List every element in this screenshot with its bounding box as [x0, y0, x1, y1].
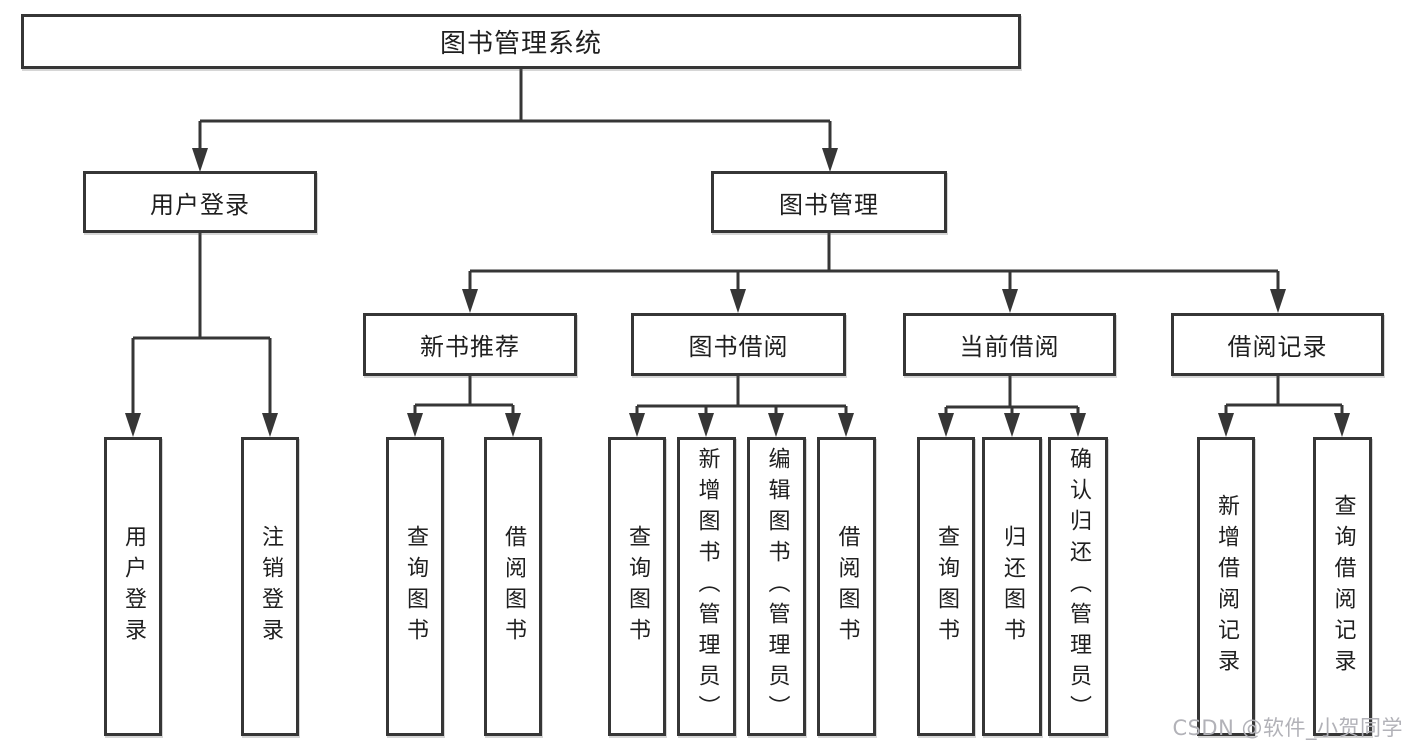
arrow-down-icon: [462, 289, 478, 313]
leaf-label: 注销登录: [258, 524, 283, 649]
csdn-watermark: CSDN @软件_小贺同学: [1172, 716, 1403, 740]
leaf-query-books-2: 查询图书: [608, 437, 666, 736]
arrowheads: [125, 148, 1350, 437]
arrow-down-icon: [1002, 289, 1018, 313]
leaf-label: 查询图书: [934, 524, 959, 649]
leaf-edit-books-admin: 编辑图书（管理员）: [747, 437, 806, 736]
leaf-label: 新增借阅记录: [1214, 493, 1239, 680]
arrow-down-icon: [938, 413, 954, 437]
arrow-down-icon: [1070, 413, 1086, 437]
arrow-down-icon: [822, 148, 838, 172]
leaf-label: 查询图书: [625, 524, 650, 649]
arrow-down-icon: [1004, 413, 1020, 437]
leaf-label: 用户登录: [121, 524, 146, 649]
arrow-down-icon: [1270, 289, 1286, 313]
connector-current-borrow: [944, 376, 1080, 417]
leaf-query-borrow-record: 查询借阅记录: [1313, 437, 1372, 736]
arrow-down-icon: [192, 148, 208, 172]
leaf-borrow-books-1: 借阅图书: [484, 437, 542, 736]
node-book-management: 图书管理: [711, 171, 947, 233]
arrow-down-icon: [407, 413, 423, 437]
arrow-down-icon: [629, 413, 645, 437]
leaf-return-books: 归还图书: [982, 437, 1042, 736]
leaf-user-login: 用户登录: [104, 437, 162, 736]
leaf-label: 查询借阅记录: [1330, 493, 1356, 680]
connector-book-borrow: [635, 376, 848, 417]
arrow-down-icon: [125, 413, 141, 437]
arrow-down-icon: [1218, 413, 1234, 437]
arrow-down-icon: [698, 413, 714, 437]
arrow-down-icon: [730, 289, 746, 313]
node-user-login: 用户登录: [83, 171, 317, 233]
node-book-borrow: 图书借阅: [631, 313, 846, 376]
arrow-down-icon: [262, 413, 278, 437]
leaf-label: 编辑图书（管理员）: [764, 447, 790, 726]
connector-borrow-records: [1224, 376, 1344, 417]
node-new-book-recommend: 新书推荐: [363, 313, 577, 376]
leaf-query-books-3: 查询图书: [917, 437, 975, 736]
arrow-down-icon: [768, 413, 784, 437]
node-current-borrow: 当前借阅: [903, 313, 1116, 376]
leaf-query-books-1: 查询图书: [386, 437, 444, 736]
arrow-down-icon: [505, 413, 521, 437]
leaf-add-borrow-record: 新增借阅记录: [1197, 437, 1255, 736]
leaf-label: 新增图书（管理员）: [694, 447, 720, 726]
node-root-library-system: 图书管理系统: [21, 14, 1021, 69]
leaf-label: 归还图书: [1000, 524, 1025, 649]
leaf-confirm-return-admin: 确认归还（管理员）: [1048, 437, 1108, 736]
connector-new-book-recommend: [413, 376, 515, 417]
leaf-add-books-admin: 新增图书（管理员）: [677, 437, 736, 736]
connector-book-management: [468, 233, 1280, 293]
node-borrow-records: 借阅记录: [1171, 313, 1384, 376]
leaf-label: 借阅图书: [834, 524, 860, 649]
arrow-down-icon: [1334, 413, 1350, 437]
leaf-label: 查询图书: [403, 524, 428, 649]
leaf-borrow-books-2: 借阅图书: [817, 437, 876, 736]
leaf-logout: 注销登录: [241, 437, 299, 736]
leaf-label: 确认归还（管理员）: [1066, 447, 1091, 726]
connector-user-login: [131, 233, 272, 417]
leaf-label: 借阅图书: [501, 524, 526, 649]
arrow-down-icon: [838, 413, 854, 437]
connector-root: [198, 69, 832, 152]
